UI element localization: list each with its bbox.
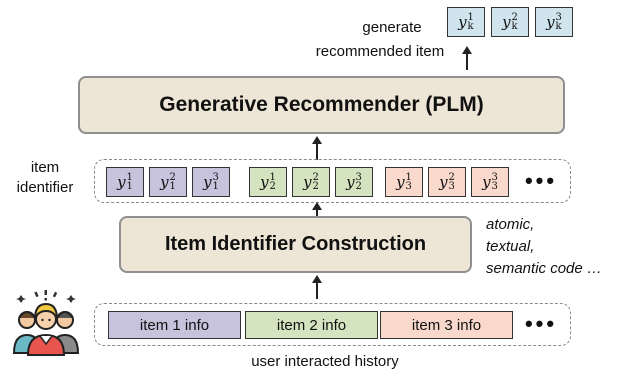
users-group-icon xyxy=(10,289,82,357)
history-item: item 3 info xyxy=(380,311,513,339)
item-identifier-label: item identifier xyxy=(0,158,90,198)
history-item-label: item 3 info xyxy=(411,316,482,334)
user-history-row: item 1 info item 2 info item 3 info ••• xyxy=(94,303,571,346)
arrow-head-icon xyxy=(311,275,322,283)
generative-recommender-box: Generative Recommender (PLM) xyxy=(78,76,565,134)
generate-caption-2: recommended item xyxy=(285,42,475,62)
construction-note-semantic: semantic code … xyxy=(486,260,602,277)
construction-note-textual: textual, xyxy=(486,238,535,255)
item-identifier-label-line2: identifier xyxy=(16,179,74,196)
construction-note-atomic: atomic, xyxy=(486,216,535,233)
item-identifier-label-line1: item xyxy=(30,159,60,176)
arrow-to-output xyxy=(466,50,468,70)
generative-recommender-title: Generative Recommender (PLM) xyxy=(159,93,484,116)
identifier-ellipsis: ••• xyxy=(524,168,558,193)
construction-notes: atomic, textual, semantic code … xyxy=(486,214,623,280)
generate-caption-line2: recommended item xyxy=(315,43,445,60)
history-item: item 2 info xyxy=(245,311,378,339)
arrow-head-icon xyxy=(461,46,472,54)
generate-caption-line1: generate xyxy=(362,19,422,36)
arrow-to-construction xyxy=(316,279,318,299)
history-caption: user interacted history xyxy=(251,353,399,370)
history-item-label: item 2 info xyxy=(276,316,347,334)
history-item: item 1 info xyxy=(108,311,241,339)
arrow-to-recommender xyxy=(316,140,318,160)
item-identifier-construction-title: Item Identifier Construction xyxy=(164,233,427,255)
item-identifier-construction-box: Item Identifier Construction xyxy=(119,216,472,273)
history-item-label: item 1 info xyxy=(139,316,210,334)
arrow-to-identifier-row xyxy=(316,206,318,222)
generate-caption: generate xyxy=(330,18,454,38)
history-ellipsis: ••• xyxy=(524,311,558,336)
arrow-head-icon xyxy=(311,202,322,210)
arrow-head-icon xyxy=(311,136,322,144)
